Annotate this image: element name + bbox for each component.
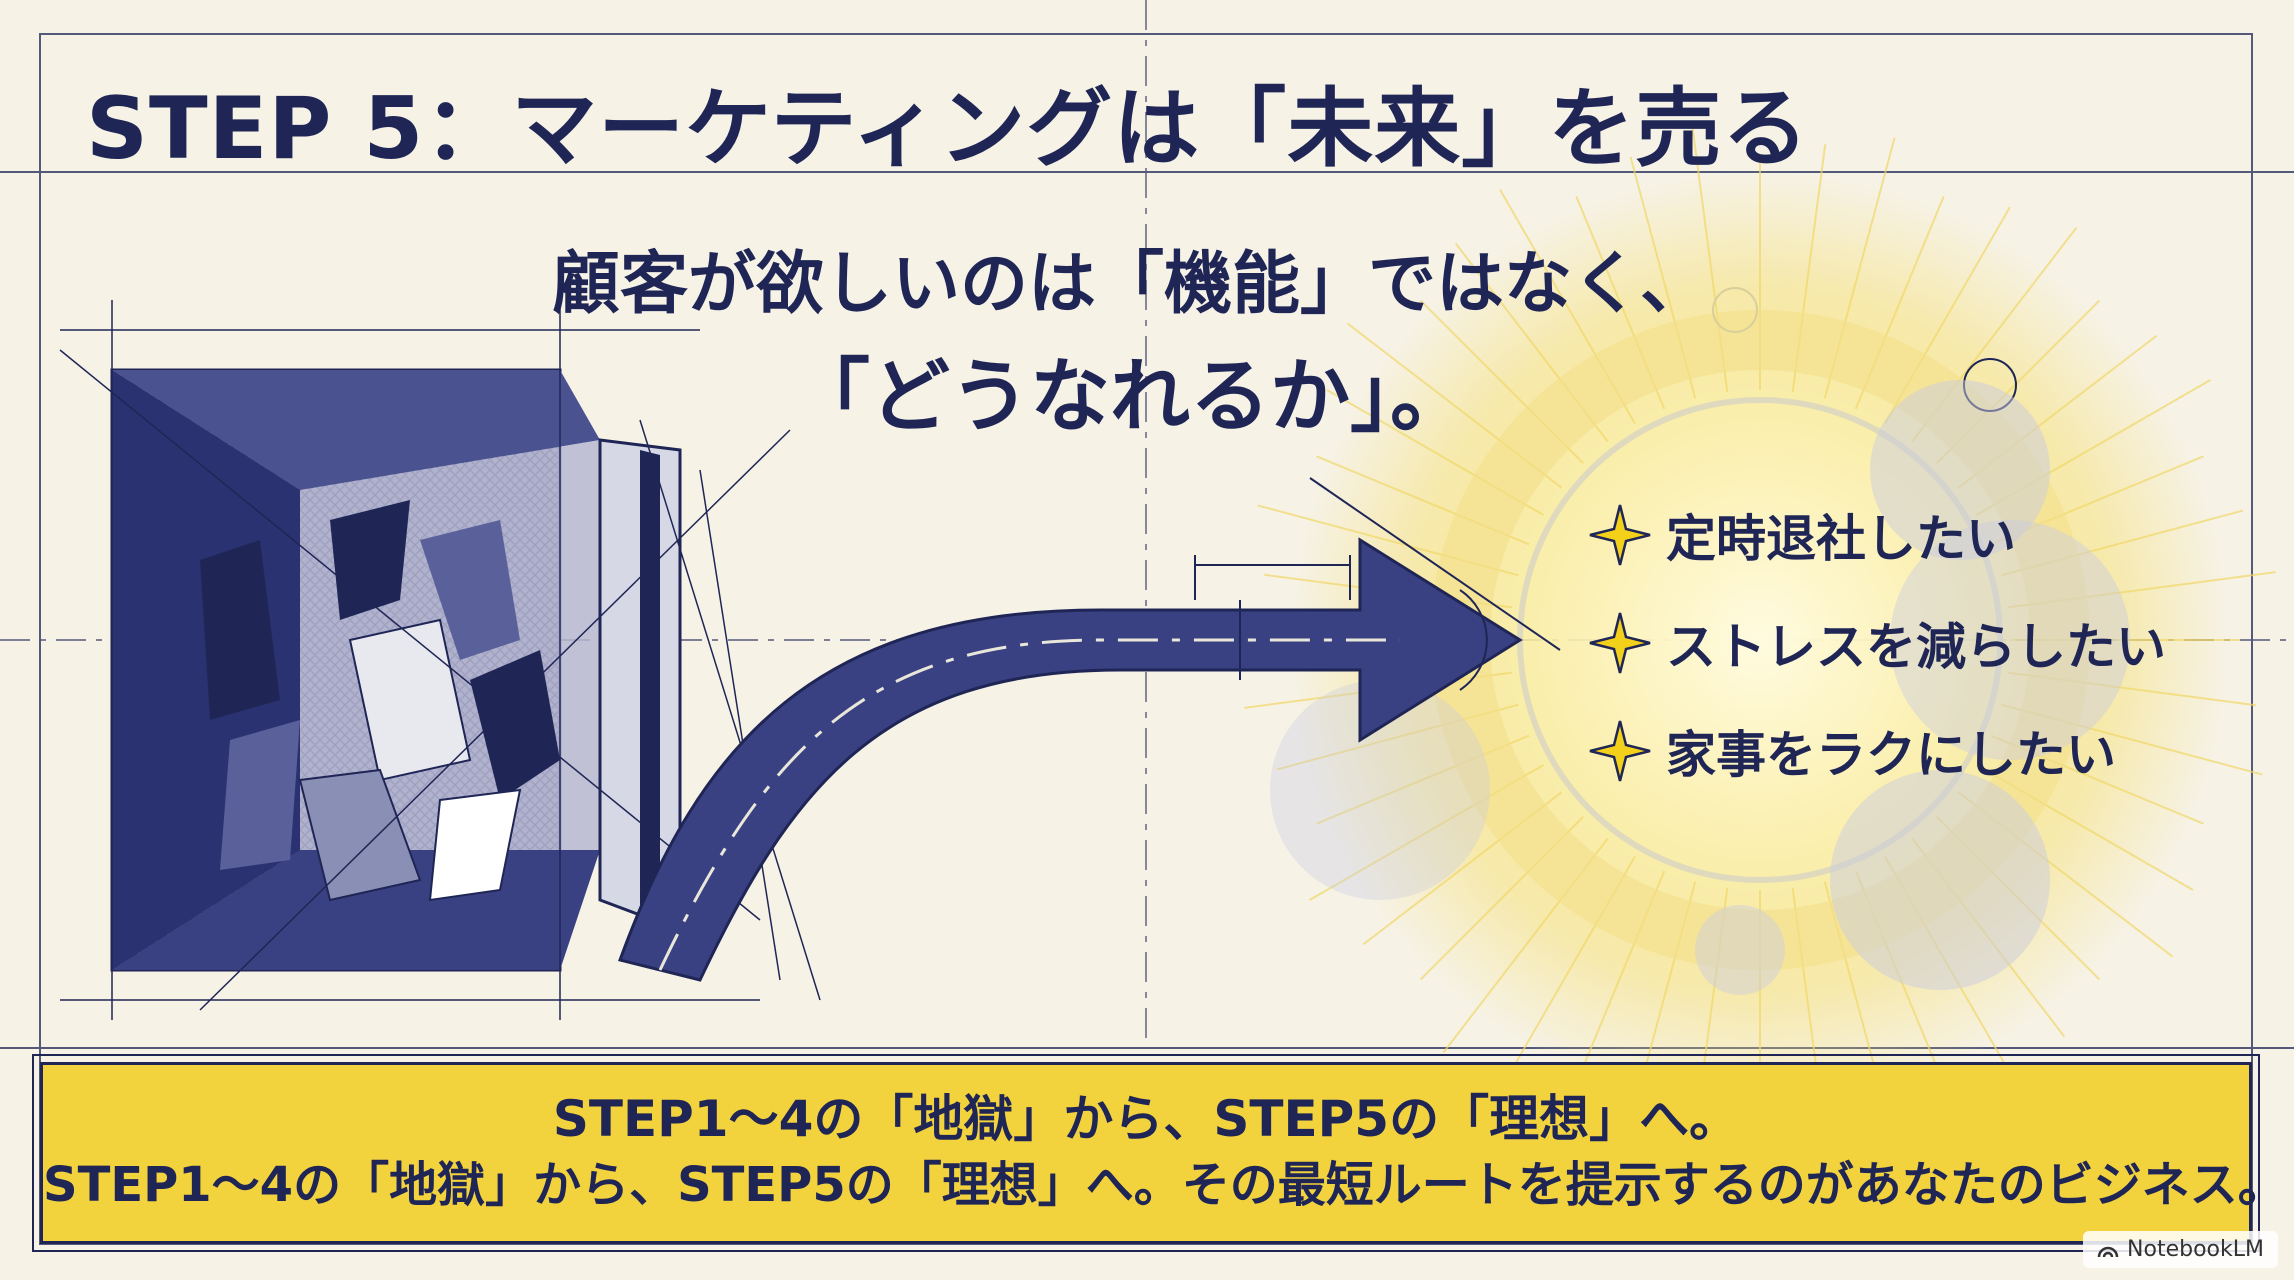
sparkle-icon <box>1589 504 1651 566</box>
wish-item-3: 家事をラクにしたい <box>1588 716 2116 786</box>
broken-box-drawing <box>59 300 821 1020</box>
wish-text: ストレスを減らしたい <box>1666 618 2166 676</box>
banner-line-2: STEP1～4の「地獄」から、STEP5の「理想」へ。その最短ルートを提示するの… <box>43 1157 2286 1213</box>
headline-line-1: 顧客が欲しいのは「機能」ではなく、 <box>551 245 1708 324</box>
transformation-arrow <box>618 477 1561 982</box>
summary-banner: STEP1～4の「地獄」から、STEP5の「理想」へ。 STEP1～4の「地獄」… <box>32 1054 2286 1252</box>
watermark-label: NotebookLM <box>2127 1237 2264 1262</box>
wish-text: 家事をラクにしたい <box>1666 726 2116 784</box>
headline-line-2: 「どうなれるか」。 <box>790 350 1470 443</box>
sparkle-icon <box>1589 612 1651 674</box>
wish-item-1: 定時退社したい <box>1588 500 2016 570</box>
slide-title: STEP 5：マーケティングは「未来」を売る <box>86 79 1810 179</box>
wish-text: 定時退社したい <box>1666 510 2016 568</box>
wish-item-2: ストレスを減らしたい <box>1588 608 2166 678</box>
future-glow <box>1244 124 2276 1156</box>
banner-line-1: STEP1～4の「地獄」から、STEP5の「理想」へ。 <box>552 1090 1740 1148</box>
sparkle-icon <box>1589 720 1651 782</box>
notebooklm-logo-icon <box>2097 1246 2119 1257</box>
notebooklm-watermark: NotebookLM <box>2083 1231 2278 1268</box>
